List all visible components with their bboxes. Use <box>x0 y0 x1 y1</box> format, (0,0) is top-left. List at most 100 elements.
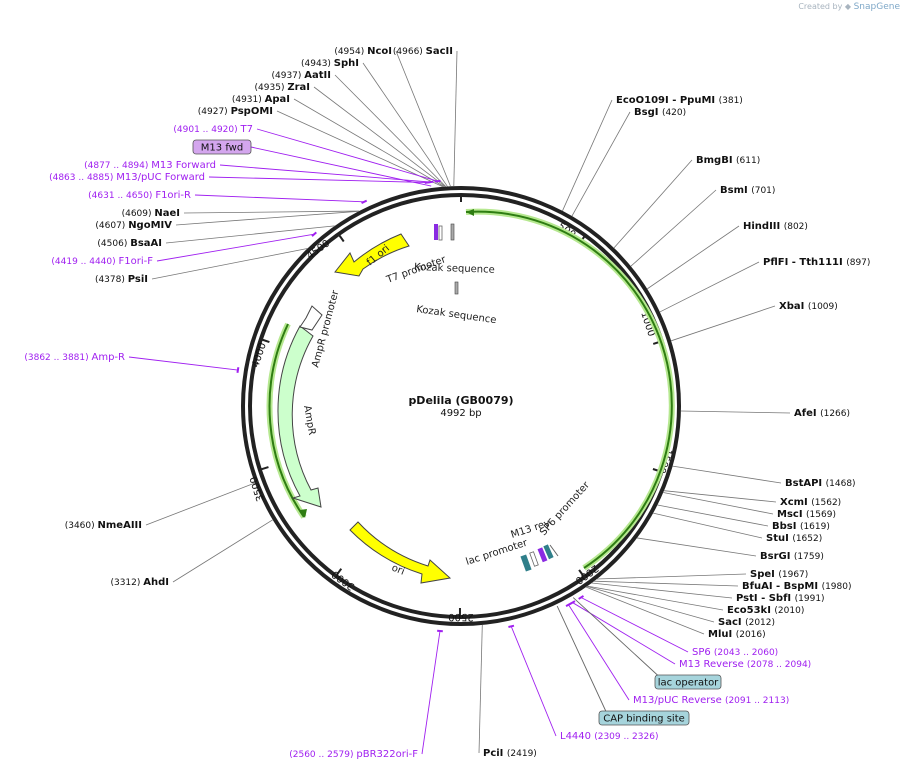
enzyme-label[interactable]: BfuAI - BspMI (1980) <box>742 581 852 592</box>
enzyme-label[interactable]: (4935) ZraI <box>255 82 310 93</box>
snapgene-logo-icon: ◆ <box>845 2 851 11</box>
primer-site-mark <box>362 201 367 203</box>
enzyme-label[interactable]: (4609) NaeI <box>122 208 180 219</box>
enzyme-leader-line <box>663 492 773 514</box>
enzyme-leader-line <box>335 75 446 187</box>
enzyme-leader-line <box>587 586 714 622</box>
enzyme-label[interactable]: (3312) AhdI <box>110 577 169 588</box>
primer-label[interactable]: (3862 .. 3881) Amp-R <box>24 352 125 363</box>
enzyme-label[interactable]: AfeI (1266) <box>794 408 850 419</box>
enzyme-label[interactable]: XbaI (1009) <box>779 301 838 312</box>
primer-label[interactable]: (4877 .. 4894) M13 Forward <box>84 160 216 171</box>
enzyme-label[interactable]: (3460) NmeAIII <box>65 520 142 531</box>
primer-label[interactable]: M13 Reverse (2078 .. 2094) <box>679 659 811 670</box>
kozak-block-1 <box>451 224 454 240</box>
primer-leader-line <box>573 603 675 664</box>
enzyme-leader-line <box>173 520 273 582</box>
enzyme-label[interactable]: BbsI (1619) <box>772 521 830 532</box>
plasmid-size: 4992 bp <box>440 408 481 419</box>
lac-operator-block <box>520 554 531 571</box>
primer-label[interactable]: (4631 .. 4650) F1ori-R <box>88 190 191 201</box>
enzyme-label[interactable]: PciI (2419) <box>483 748 537 759</box>
boxed-feature-label[interactable]: lac operator <box>655 675 721 689</box>
primer-leader-line <box>157 234 314 261</box>
primer-label[interactable]: L4440 (2309 .. 2326) <box>560 731 658 742</box>
enzyme-label[interactable]: SpeI (1967) <box>750 569 808 580</box>
boxed-feature-label[interactable]: M13 fwd <box>193 140 251 154</box>
enzyme-label[interactable]: EcoO109I - PpuMI (381) <box>616 95 743 106</box>
primer-leader-line <box>257 129 438 181</box>
enzyme-label[interactable]: BsgI (420) <box>634 107 686 118</box>
plasmid-name: pDelila (GB0079) <box>408 394 513 407</box>
enzyme-leader-line <box>454 51 457 186</box>
primer-label[interactable]: SP6 (2043 .. 2060) <box>692 647 778 658</box>
enzyme-label[interactable]: (4954) NcoI <box>334 46 392 57</box>
enzyme-label[interactable]: MluI (2016) <box>708 629 766 640</box>
primer-label[interactable]: (4419 .. 4440) F1ori-F <box>51 256 153 267</box>
enzyme-label[interactable]: (4937) AatII <box>271 70 331 81</box>
enzyme-label[interactable]: (4506) BsaAI <box>97 238 162 249</box>
enzyme-label[interactable]: PflFI - Tth111I (897) <box>763 257 870 268</box>
enzyme-label[interactable]: MscI (1569) <box>777 509 836 520</box>
enzyme-leader-line <box>631 190 716 266</box>
enzyme-label[interactable]: HindIII (802) <box>743 221 808 232</box>
enzyme-leader-line <box>637 538 756 556</box>
kozak-block-2 <box>455 282 458 294</box>
kozak-label-2: Kozak sequence <box>416 304 497 326</box>
enzyme-label[interactable]: BmgBI (611) <box>696 155 760 166</box>
tick-label: 2500 <box>448 611 474 622</box>
primer-site-mark <box>435 181 441 182</box>
enzyme-label[interactable]: (4966) SacII <box>393 46 453 57</box>
enzyme-leader-line <box>572 112 630 216</box>
enzyme-label[interactable]: BsmI (701) <box>720 185 775 196</box>
enzyme-leader-line <box>681 411 790 413</box>
t7-promoter-outline <box>439 226 442 240</box>
primer-leader-line <box>422 631 440 754</box>
enzyme-label[interactable]: StuI (1652) <box>766 533 822 544</box>
svg-text:lac operator: lac operator <box>658 678 719 689</box>
enzyme-leader-line <box>660 262 759 312</box>
insert-arc-highlight <box>466 212 672 568</box>
primer-site-mark <box>312 232 316 236</box>
watermark-brand: SnapGene <box>854 2 900 12</box>
svg-text:M13 fwd: M13 fwd <box>201 143 243 154</box>
enzyme-label[interactable]: Eco53kI (2010) <box>727 605 804 616</box>
primer-site-mark <box>237 367 238 373</box>
primer-leader-line <box>569 605 629 700</box>
enzyme-label[interactable]: XcmI (1562) <box>780 497 841 508</box>
primer-label[interactable]: (2560 .. 2579) pBR322ori-F <box>289 749 418 760</box>
enzyme-leader-line <box>396 51 450 186</box>
primer-label[interactable]: (4863 .. 4885) M13/pUC Forward <box>49 172 205 183</box>
enzyme-leader-line <box>146 483 255 525</box>
primer-leader-line <box>195 195 364 202</box>
primer-label[interactable]: (4901 .. 4920) T7 <box>173 124 253 135</box>
primer-site-mark <box>425 182 431 183</box>
enzyme-leader-line <box>614 160 692 248</box>
primer-leader-line <box>581 597 688 652</box>
primer-site-mark <box>508 626 514 627</box>
enzyme-label[interactable]: (4378) PsiI <box>95 274 148 285</box>
enzyme-leader-line <box>664 491 776 502</box>
primer-label[interactable]: M13/pUC Reverse (2091 .. 2113) <box>633 695 789 706</box>
enzyme-leader-line <box>597 574 746 579</box>
enzyme-label[interactable]: PstI - SbfI (1991) <box>736 593 825 604</box>
boxed-feature-label[interactable]: CAP binding site <box>599 711 689 725</box>
enzyme-leader-line <box>673 466 781 483</box>
svg-text:CAP binding site: CAP binding site <box>603 714 685 725</box>
enzyme-label[interactable]: (4931) ApaI <box>232 94 290 105</box>
enzyme-label[interactable]: BsrGI (1759) <box>760 551 824 562</box>
enzyme-label[interactable]: SacI (2012) <box>718 617 775 628</box>
enzyme-label[interactable]: BstAPI (1468) <box>785 478 856 489</box>
enzyme-leader-line <box>479 625 482 753</box>
enzyme-leader-line <box>586 587 704 634</box>
lac-promoter-block <box>530 552 539 567</box>
primer-leader-line <box>129 357 238 370</box>
enzyme-label[interactable]: (4943) SphI <box>301 58 359 69</box>
enzyme-label[interactable]: (4927) PspOMI <box>198 106 273 117</box>
enzyme-leader-line <box>176 211 359 225</box>
enzyme-leader-line <box>657 505 768 526</box>
enzyme-label[interactable]: (4607) NgoMIV <box>95 220 172 231</box>
enzyme-leader-line <box>152 248 307 279</box>
ampr-label: AmpR <box>301 405 317 436</box>
enzyme-leader-line <box>363 63 447 186</box>
